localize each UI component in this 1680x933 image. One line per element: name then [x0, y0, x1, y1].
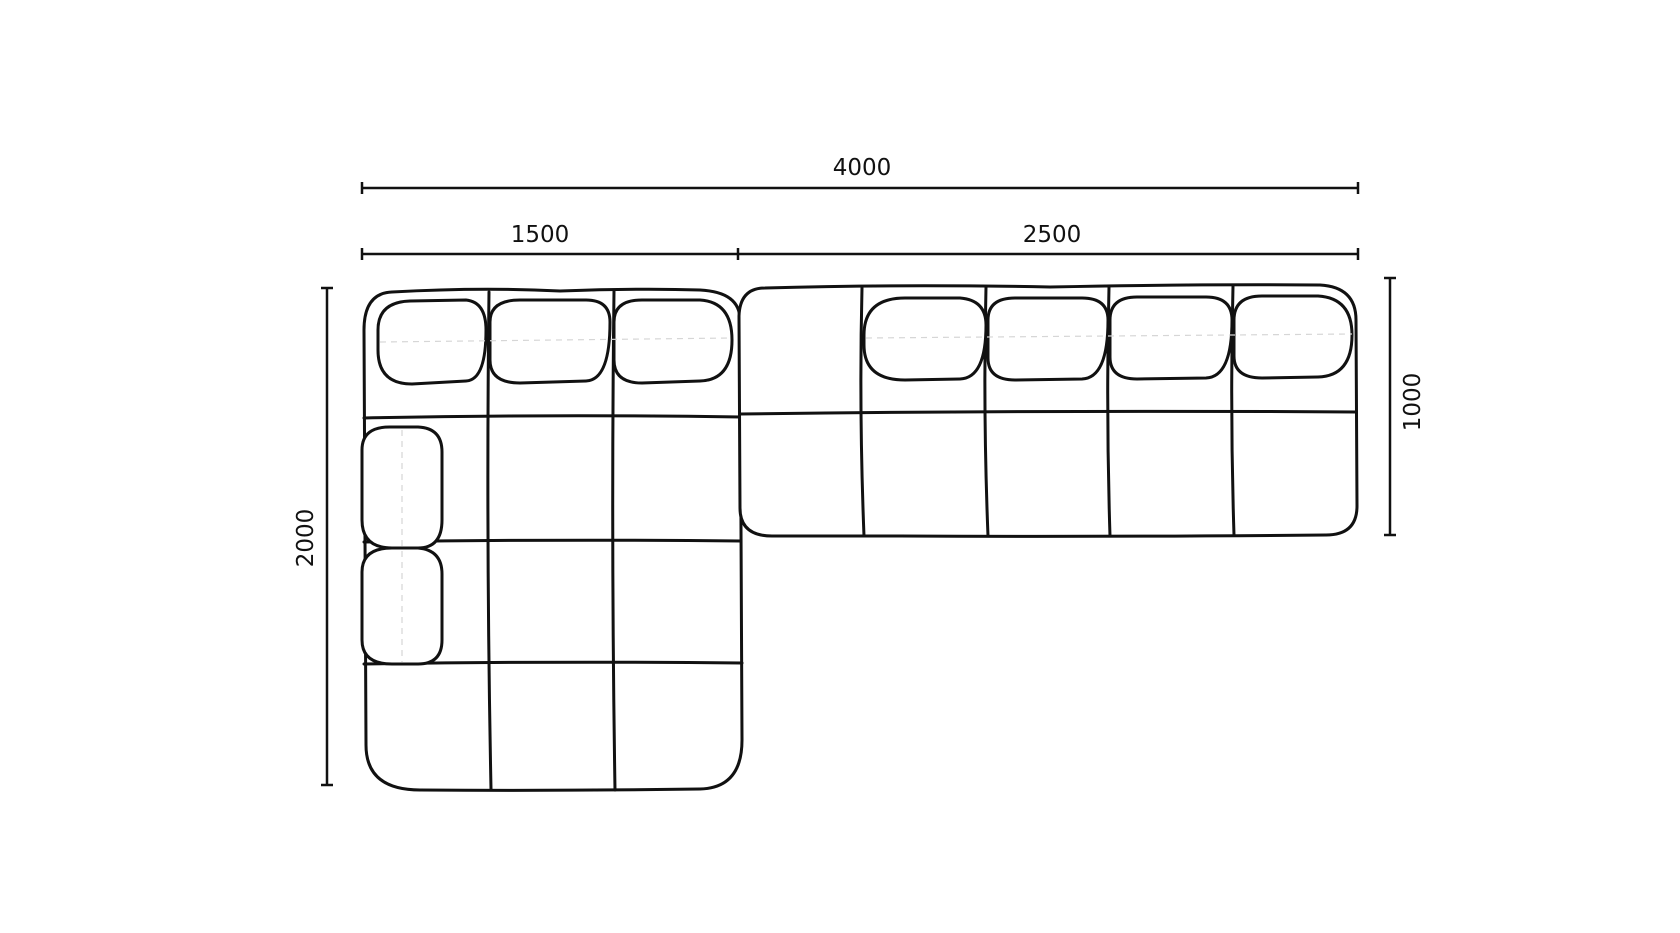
right-seat-col-line-1	[859, 286, 866, 538]
dimension-left-width: 1500	[360, 222, 740, 260]
left-back-cushion-2	[488, 298, 612, 385]
dimension-left-depth: 2000	[293, 286, 333, 787]
right-back-cushion-4	[1232, 294, 1354, 380]
right-back-cushion-3	[1108, 295, 1234, 381]
dimension-right-depth: 1000	[1384, 276, 1426, 537]
dimension-left-width-label: 1500	[511, 222, 570, 248]
dimension-right-depth-label: 1000	[1400, 373, 1426, 432]
dimension-right-width: 2500	[738, 222, 1360, 260]
dimension-left-depth-label: 2000	[293, 509, 319, 568]
left-seat-col-line-1	[486, 290, 493, 791]
sofa-right-section	[737, 283, 1359, 538]
right-back-cushion-1	[862, 296, 988, 382]
left-back-cushion-1	[376, 298, 488, 386]
dimension-total-width: 4000	[360, 155, 1360, 194]
sofa-left-section	[360, 287, 744, 792]
dimension-right-width-label: 2500	[1023, 222, 1082, 248]
right-back-cushion-2	[986, 296, 1110, 382]
right-backrest-line	[738, 409, 1358, 416]
left-back-cushion-3	[612, 298, 734, 385]
left-backrest-line	[362, 414, 743, 420]
dimension-total-width-label: 4000	[833, 155, 892, 181]
